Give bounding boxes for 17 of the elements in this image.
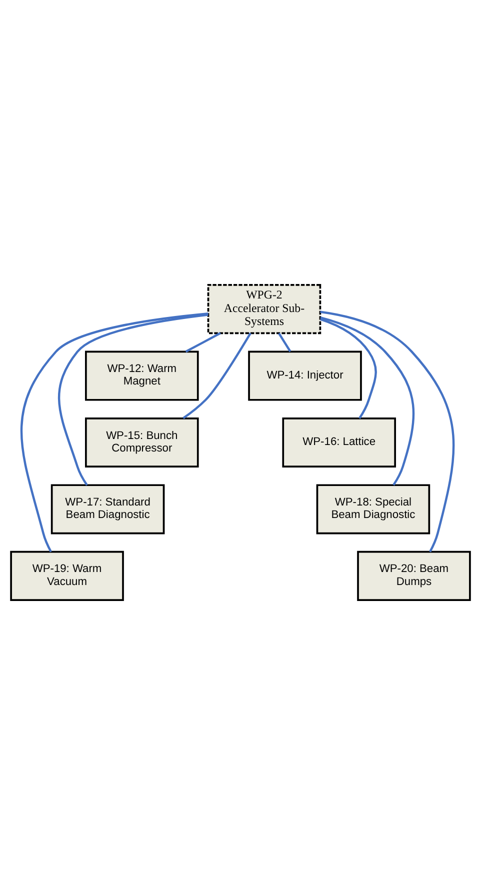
node-box: WP-16: Lattice: [282, 417, 396, 468]
connector: [185, 332, 221, 353]
node-box: WP-14: Injector: [248, 350, 362, 401]
connector: [182, 332, 252, 420]
connector: [278, 332, 292, 352]
node-box: WP-18: Special Beam Diagnostic: [316, 484, 430, 534]
connector: [320, 318, 377, 419]
connector: [320, 316, 415, 486]
connector: [20, 312, 208, 552]
node-box: WPG-2 Accelerator Sub-Systems: [207, 284, 322, 334]
node-box: WP-20: Beam Dumps: [357, 550, 471, 601]
connector: [58, 314, 208, 486]
connector: [320, 310, 455, 552]
node-box: WP-17: Standard Beam Diagnostic: [50, 484, 165, 534]
node-box: WP-19: Warm Vacuum: [10, 550, 124, 601]
node-box: WP-12: Warm Magnet: [85, 350, 199, 401]
node-box: WP-15: Bunch Compressor: [85, 417, 199, 468]
